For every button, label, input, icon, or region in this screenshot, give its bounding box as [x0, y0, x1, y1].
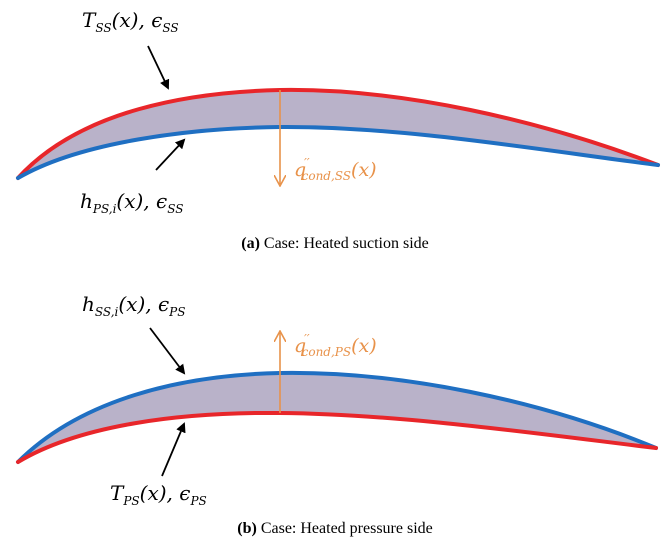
- annotation-arrow-top-b: [149, 327, 186, 375]
- annotation-arrow-bottom-a: [155, 138, 186, 171]
- suction-side-curve-a: [16, 87, 660, 180]
- pressure-temperature-label: TPS(x), ϵPS: [110, 481, 207, 508]
- caption-b: (b) Case: Heated pressure side: [237, 520, 433, 537]
- caption-a: (a) Case: Heated suction side: [241, 235, 429, 252]
- airfoil-body-b: [18, 372, 656, 462]
- suction-htc-label-b: hSS,i(x), ϵPS: [82, 292, 185, 319]
- heat-flux-label-a: q′′cond,SS(x): [294, 156, 377, 183]
- pressure-htc-label-a: hPS,i(x), ϵSS: [80, 189, 183, 216]
- pressure-side-curve-a: [16, 124, 660, 180]
- heat-flux-label-b: q′′cond,PS(x): [294, 332, 377, 359]
- airfoil-body-a: [18, 89, 658, 178]
- annotation-arrow-top-a: [147, 45, 170, 90]
- panel-b: hSS,i(x), ϵPS TPS(x), ϵPS q′′cond,PS(x) …: [16, 292, 658, 537]
- pressure-side-curve-b: [16, 410, 658, 464]
- panel-a: TSS(x), ϵSS hPS,i(x), ϵSS q′′cond,SS(x) …: [16, 8, 660, 252]
- suction-temperature-label: TSS(x), ϵSS: [82, 8, 179, 35]
- annotation-arrow-bottom-b: [161, 422, 186, 477]
